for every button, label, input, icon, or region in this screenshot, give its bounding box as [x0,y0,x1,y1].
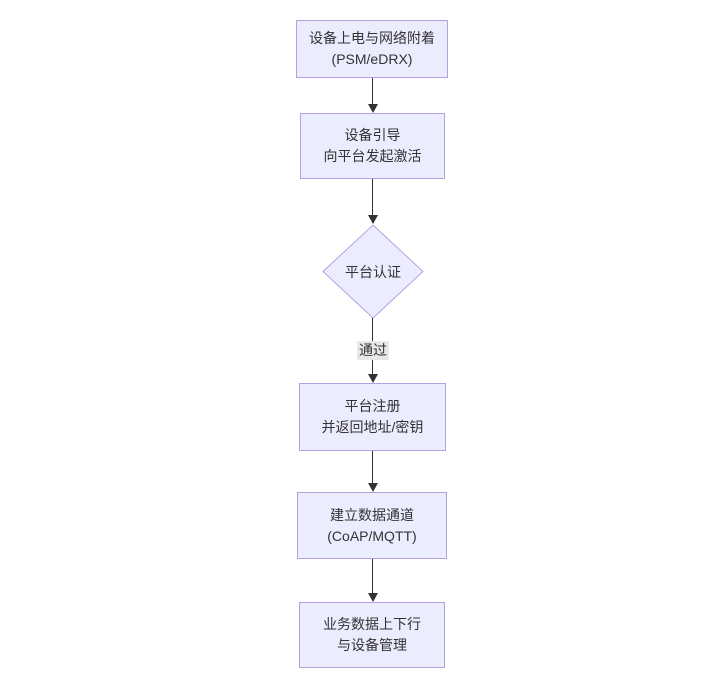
node-data-channel-line2: (CoAP/MQTT) [327,527,417,544]
node-business-data-line1: 业务数据上下行 [323,616,421,632]
node-bootstrap: 设备引导 向平台发起激活 [300,113,445,179]
node-register-line2: 并返回地址/密钥 [321,419,424,435]
edge-label-pass: 通过 [357,341,389,360]
connector-4-arrowhead-icon [368,483,378,492]
node-register: 平台注册 并返回地址/密钥 [299,383,446,451]
node-business-data: 业务数据上下行 与设备管理 [299,602,445,668]
connector-3-arrowhead-icon [368,374,378,383]
connector-5-line [372,559,373,593]
connector-2-line [372,179,373,215]
node-power-attach-line1: 设备上电与网络附着 [309,30,435,46]
node-register-line1: 平台注册 [344,398,401,414]
node-power-attach: 设备上电与网络附着 (PSM/eDRX) [296,20,448,78]
decision-platform-auth-label: 平台认证 [345,263,401,280]
decision-platform-auth: 平台认证 [322,224,424,319]
node-power-attach-line2: (PSM/eDRX) [331,51,413,67]
connector-2-arrowhead-icon [368,215,378,224]
connector-5-arrowhead-icon [368,593,378,602]
connector-1-line [372,78,373,104]
connector-1-arrowhead-icon [368,104,378,113]
node-bootstrap-line1: 设备引导 [344,127,401,143]
node-data-channel-line1: 建立数据通道 [330,506,414,523]
diamond-shape [322,224,424,319]
node-bootstrap-line2: 向平台发起激活 [323,148,422,164]
connector-4-line [372,451,373,483]
node-business-data-line2: 与设备管理 [337,637,407,653]
node-data-channel: 建立数据通道 (CoAP/MQTT) [297,492,447,559]
